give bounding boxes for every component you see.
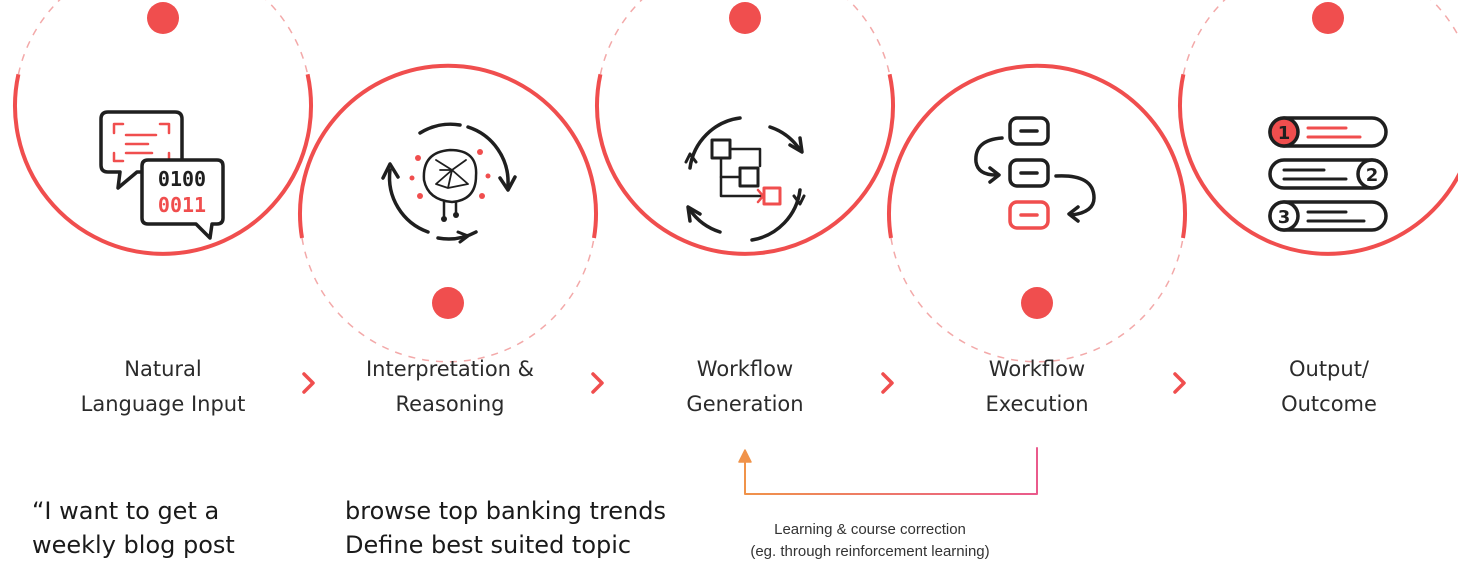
- stage-ring-1: [13, 0, 313, 256]
- input-example-line-2: weekly blog post: [32, 531, 235, 559]
- svg-text:0011: 0011: [158, 193, 206, 217]
- stage-3-line1: Workflow: [696, 357, 794, 381]
- stage-dot-3: [729, 2, 761, 34]
- stage-3-line2: Generation: [686, 392, 804, 416]
- stage-label-5: Output/ Outcome: [1209, 352, 1449, 422]
- feedback-caption: Learning & course correction (eg. throug…: [700, 519, 1040, 563]
- stage-dot-1: [147, 2, 179, 34]
- chevron-right-icon: [591, 372, 604, 394]
- flowchart-cycle-icon: [684, 116, 806, 242]
- stage-1-line1: Natural: [124, 357, 202, 381]
- chevron-right-icon: [881, 372, 894, 394]
- stage-4-line1: Workflow: [988, 357, 1086, 381]
- stage-dot-4: [1021, 287, 1053, 319]
- reasoning-example-text: browse top banking trends Define best su…: [345, 494, 666, 562]
- stage-ring-4: [887, 63, 1187, 363]
- stage-1-line2: Language Input: [80, 392, 246, 416]
- chat-binary-icon: 0100 0011: [99, 110, 225, 240]
- feedback-caption-line-1: Learning & course correction: [774, 521, 966, 538]
- stage-dot-5: [1312, 2, 1344, 34]
- chevron-right-icon: [302, 372, 315, 394]
- rank-number-1: 1: [1278, 123, 1291, 144]
- chevron-right-icon: [1173, 372, 1186, 394]
- input-example-line-1: “I want to get a: [32, 497, 220, 525]
- reasoning-example-line-1: browse top banking trends: [345, 497, 666, 525]
- execution-steps-icon: [974, 116, 1096, 230]
- stage-dot-2: [432, 287, 464, 319]
- stage-2-line2: Reasoning: [395, 392, 505, 416]
- stage-4-line2: Execution: [985, 392, 1089, 416]
- reasoning-example-line-2: Define best suited topic: [345, 531, 632, 559]
- input-example-text: “I want to get a weekly blog post: [32, 494, 235, 562]
- stage-5-line2: Outcome: [1281, 392, 1377, 416]
- feedback-loop-arrow: [738, 447, 1038, 495]
- stage-ring-5: [1178, 0, 1458, 256]
- ranked-list-icon: 1 2 3: [1268, 116, 1388, 232]
- stage-label-3: Workflow Generation: [625, 352, 865, 422]
- brain-network-icon: [381, 122, 517, 244]
- stage-label-1: Natural Language Input: [43, 352, 283, 422]
- stage-2-line1: Interpretation &: [365, 357, 535, 381]
- svg-text:0100: 0100: [158, 167, 206, 191]
- stage-label-2: Interpretation & Reasoning: [330, 352, 570, 422]
- stage-5-line1: Output/: [1288, 357, 1370, 381]
- rank-number-3: 3: [1278, 207, 1291, 228]
- rank-number-2: 2: [1366, 165, 1379, 186]
- stage-label-4: Workflow Execution: [917, 352, 1157, 422]
- stage-ring-3: [595, 0, 895, 256]
- stage-ring-2: [298, 63, 598, 363]
- feedback-caption-line-2: (eg. through reinforcement learning): [750, 543, 990, 560]
